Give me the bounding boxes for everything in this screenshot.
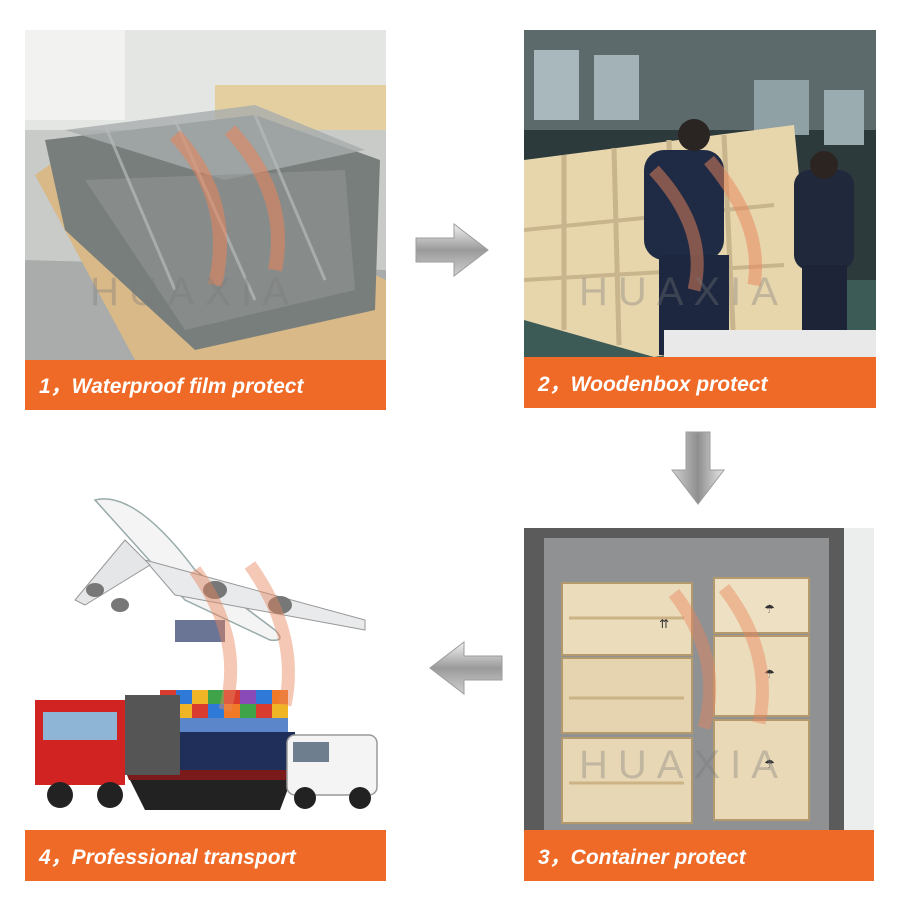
arrow-down-icon <box>670 430 726 506</box>
svg-text:⇈: ⇈ <box>659 617 669 631</box>
svg-text:☂: ☂ <box>764 602 775 616</box>
svg-text:☂: ☂ <box>764 667 775 681</box>
arrow-right-icon <box>414 222 490 278</box>
arrow-left-icon <box>428 640 504 696</box>
woodenbox-photo: HUAXIA <box>524 30 876 357</box>
step-2-caption: 2，Woodenbox protect <box>524 357 876 408</box>
container-photo: ⇈ ☂ ☂ ☂ HUAXIA <box>524 528 874 830</box>
step-4-caption: 4，Professional transport <box>25 830 386 881</box>
transport-photo <box>25 480 386 830</box>
step-1-caption: 1，Waterproof film protect <box>25 360 386 410</box>
airplane-icon <box>74 498 366 642</box>
step-3-caption: 3，Container protect <box>524 830 874 881</box>
waterproof-film-photo: HUAXIA <box>25 30 386 360</box>
svg-text:☂: ☂ <box>764 757 775 771</box>
